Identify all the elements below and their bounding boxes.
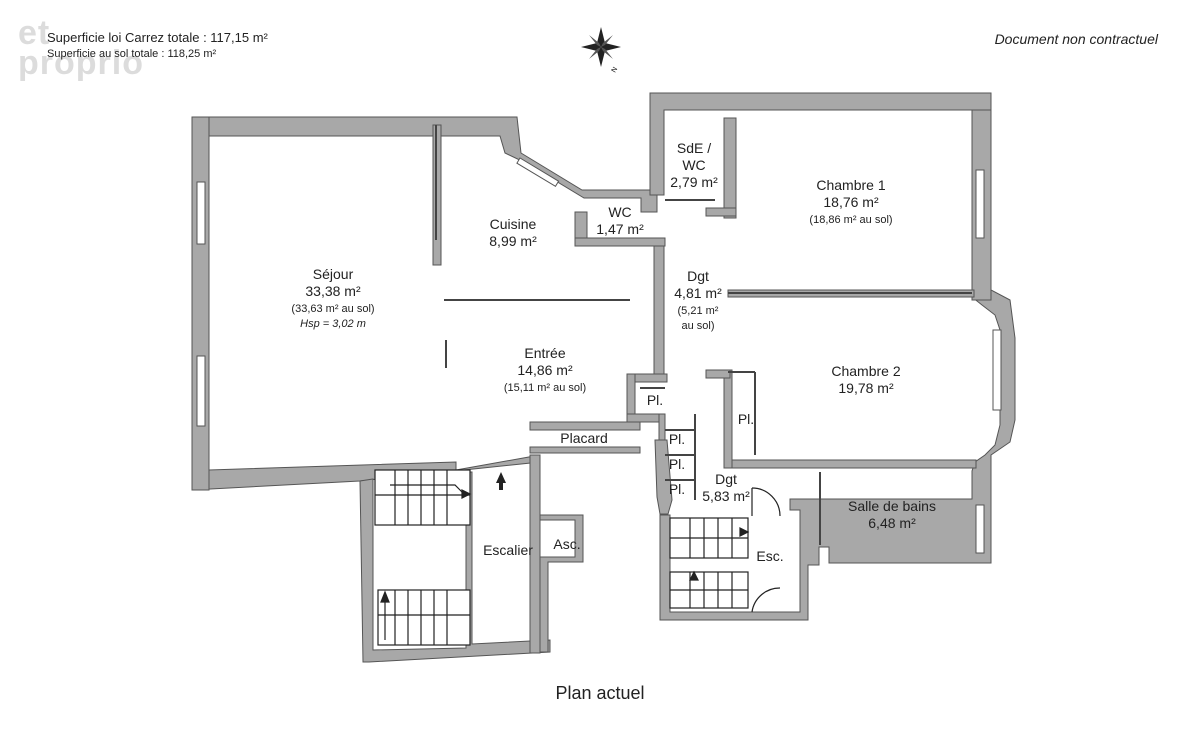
- chambre1-area: 18,76 m²: [823, 194, 879, 210]
- pl-b-name: Pl.: [669, 431, 685, 447]
- cuisine-area: 8,99 m²: [489, 233, 537, 249]
- carrez-total: Superficie loi Carrez totale : 117,15 m²: [47, 30, 268, 45]
- stairs-right: [669, 487, 781, 613]
- sejour-name: Séjour: [313, 266, 354, 282]
- compass-rose-icon: N: [581, 27, 621, 74]
- sejour-sol: (33,63 m² au sol): [291, 303, 374, 315]
- dgt1-sol: (5,21 m²: [678, 305, 719, 317]
- windows: [196, 157, 1002, 554]
- plan-caption: Plan actuel: [555, 683, 645, 703]
- pl-e-name: Pl.: [738, 411, 754, 427]
- sde-area: 2,79 m²: [670, 174, 718, 190]
- entree-name: Entrée: [524, 345, 565, 361]
- entree-sol: (15,11 m² au sol): [504, 382, 586, 394]
- pl-a-name: Pl.: [647, 392, 663, 408]
- pl-c-name: Pl.: [669, 456, 685, 472]
- wc1-name: WC: [608, 204, 631, 220]
- disclaimer: Document non contractuel: [994, 31, 1158, 47]
- entry-arrow-icon: [496, 472, 506, 490]
- esc-name: Esc.: [756, 548, 783, 564]
- stairs-left: [374, 469, 472, 646]
- sde-name2: WC: [682, 157, 705, 173]
- walls: [191, 92, 1016, 663]
- entree-area: 14,86 m²: [517, 362, 573, 378]
- chambre1-sol: (18,86 m² au sol): [809, 214, 892, 226]
- sdb-area: 6,48 m²: [868, 515, 916, 531]
- cuisine-name: Cuisine: [490, 216, 537, 232]
- room-labels: Séjour 33,38 m² (33,63 m² au sol) Hsp = …: [291, 140, 936, 564]
- sejour-hsp: Hsp = 3,02 m: [300, 318, 366, 330]
- compass-north-label: N: [611, 66, 620, 74]
- sol-total: Superficie au sol totale : 118,25 m²: [47, 48, 217, 60]
- dgt1-area: 4,81 m²: [674, 285, 722, 301]
- dgt2-area: 5,83 m²: [702, 488, 750, 504]
- sejour-area: 33,38 m²: [305, 283, 361, 299]
- wc1-area: 1,47 m²: [596, 221, 644, 237]
- placard-name: Placard: [560, 430, 607, 446]
- dgt1-sol2: au sol): [681, 320, 714, 332]
- chambre1-name: Chambre 1: [816, 177, 885, 193]
- pl-d-name: Pl.: [669, 481, 685, 497]
- chambre2-area: 19,78 m²: [838, 380, 894, 396]
- escalier-name: Escalier: [483, 542, 533, 558]
- dgt2-name: Dgt: [715, 471, 737, 487]
- sdb-name: Salle de bains: [848, 498, 936, 514]
- asc-name: Asc.: [553, 536, 580, 552]
- chambre2-name: Chambre 2: [831, 363, 900, 379]
- sde-name: SdE /: [677, 140, 711, 156]
- interior-lines: [435, 125, 972, 545]
- dgt1-name: Dgt: [687, 268, 709, 284]
